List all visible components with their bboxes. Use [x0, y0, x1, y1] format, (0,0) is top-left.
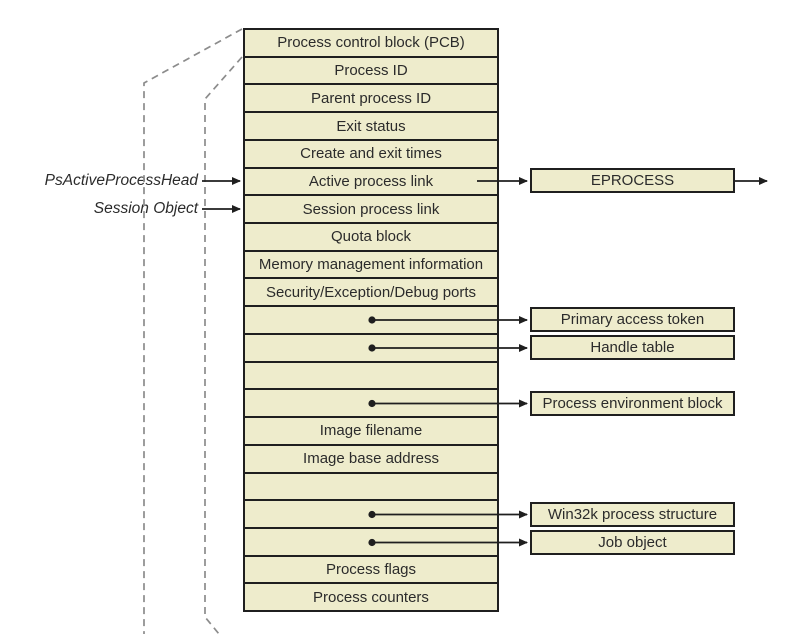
- box-process-environment-block: Process environment block: [530, 391, 735, 416]
- row-parent-process-id: Parent process ID: [245, 85, 497, 114]
- row-create-and-exit-times: Create and exit times: [245, 141, 497, 169]
- row-process-id: Process ID: [245, 58, 497, 86]
- dashed-projection-line-outer: [143, 28, 243, 634]
- row-pointer-handle-table: [245, 335, 497, 363]
- label-ps-active-process-head: PsActiveProcessHead: [44, 172, 198, 189]
- row-exit-status: Exit status: [245, 113, 497, 141]
- row-pointer-primary-access-token: [245, 307, 497, 335]
- row-image-filename: Image filename: [245, 418, 497, 446]
- box-primary-access-token: Primary access token: [530, 307, 735, 332]
- row-quota-block: Quota block: [245, 224, 497, 252]
- dashed-projection-lines: [143, 28, 243, 634]
- row-process-control-block: Process control block (PCB): [245, 30, 497, 58]
- box-handle-table: Handle table: [530, 335, 735, 360]
- box-job-object: Job object: [530, 530, 735, 555]
- box-win32k-process-structure: Win32k process structure: [530, 502, 735, 527]
- row-process-flags: Process flags: [245, 557, 497, 585]
- row-pointer-job-object: [245, 529, 497, 557]
- row-image-base-address: Image base address: [245, 446, 497, 474]
- row-process-counters: Process counters: [313, 588, 429, 606]
- row-pointer-process-environment-block: [245, 390, 497, 419]
- box-eprocess: EPROCESS: [530, 168, 735, 193]
- row-empty-2: [245, 474, 497, 502]
- dashed-projection-line-inner: [204, 56, 243, 634]
- row-empty-1: [245, 363, 497, 391]
- row-security-exception-debug-ports: Security/Exception/Debug ports: [245, 279, 497, 308]
- row-pointer-win32k-process-structure: [245, 501, 497, 529]
- process-block-table: Process control block (PCB) Process ID P…: [243, 28, 499, 612]
- row-active-process-link: Active process link: [245, 169, 497, 197]
- row-memory-management-information: Memory management information: [245, 252, 497, 280]
- row-session-process-link: Session process link: [245, 196, 497, 225]
- label-session-object: Session Object: [93, 200, 198, 217]
